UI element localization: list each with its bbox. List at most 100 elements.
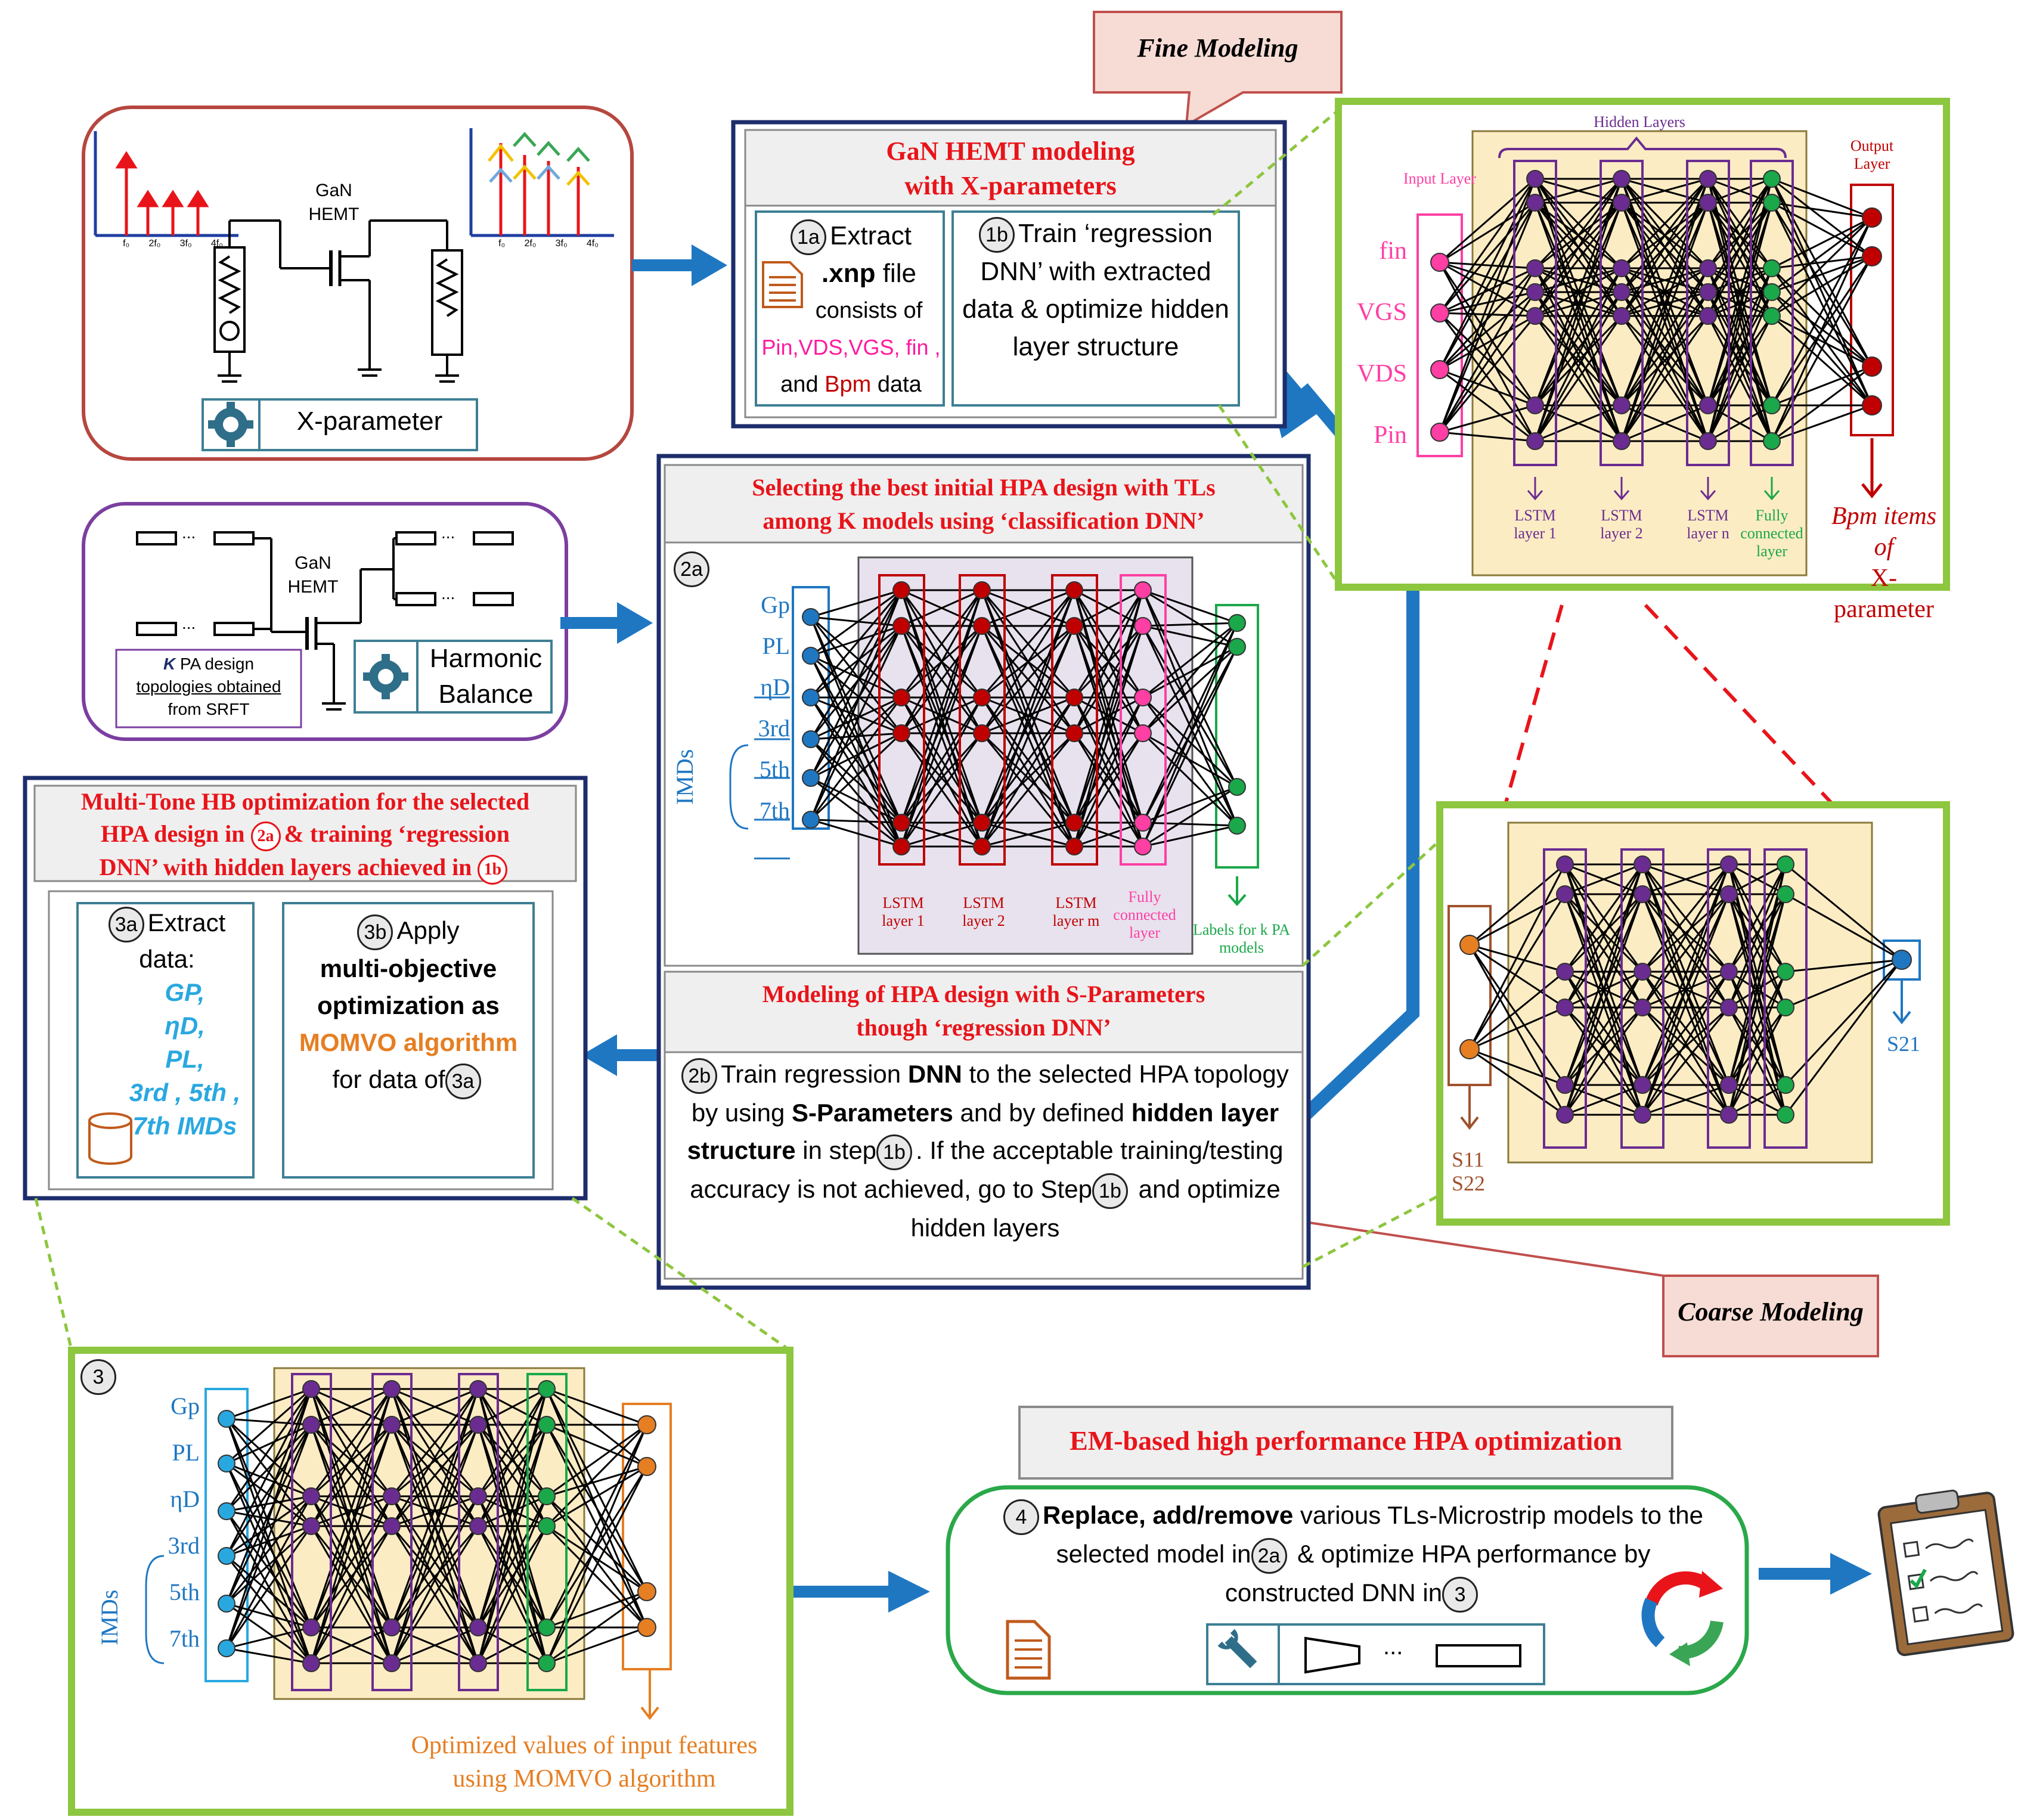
neuron	[302, 1517, 320, 1535]
neuron	[1228, 817, 1246, 835]
connection	[1142, 622, 1238, 627]
connection	[810, 655, 902, 699]
connection	[225, 1496, 312, 1604]
connection	[1142, 732, 1238, 788]
connection	[810, 590, 903, 820]
connection	[1073, 625, 1144, 823]
connection	[546, 1424, 647, 1497]
connection	[477, 1388, 548, 1664]
connection	[545, 1496, 648, 1628]
input-label: ηD	[760, 674, 790, 700]
neuron	[1134, 814, 1152, 832]
neuron	[1526, 396, 1544, 414]
connection	[1771, 365, 1873, 442]
neuron	[1862, 246, 1882, 266]
connection	[310, 1496, 393, 1664]
connection	[1620, 178, 1709, 442]
fine-inputs: fin VGS VDS Pin	[1347, 221, 1407, 466]
connection	[310, 1388, 393, 1527]
spectrum-right	[469, 128, 614, 237]
s-dnn: DNN	[907, 1060, 962, 1088]
connection	[1620, 292, 1709, 406]
step-1b-badge: 1b	[978, 217, 1015, 253]
opt-caption: Optimized values of input features using…	[382, 1729, 787, 1796]
connection	[310, 1526, 393, 1664]
data-label: data	[871, 372, 922, 398]
output-layer-label: Output Layer	[1850, 137, 1894, 172]
connection	[545, 1525, 648, 1629]
neuron	[892, 724, 910, 742]
connection	[225, 1525, 312, 1605]
connection	[1728, 863, 1786, 895]
connection	[1707, 178, 1773, 269]
connection	[1771, 267, 1873, 368]
mt-panel-title: Multi-Tone HB optimization for the selec…	[35, 786, 576, 885]
freq-label: 2f₀	[524, 238, 537, 249]
connection	[477, 1388, 548, 1628]
connection	[1771, 178, 1873, 406]
neuron	[892, 838, 910, 855]
hb-label-2: Balance	[438, 680, 534, 709]
connection	[225, 1526, 312, 1649]
spectrum-left	[94, 131, 238, 237]
connection	[1707, 268, 1773, 442]
connection	[1439, 368, 1536, 407]
connection	[311, 1626, 392, 1664]
connection	[1728, 894, 1787, 1115]
connection	[1771, 217, 1873, 442]
connection	[1439, 261, 1536, 293]
em-title: EM-based high performance HPA optimizati…	[1070, 1425, 1622, 1456]
neuron	[1699, 194, 1717, 212]
connection	[1641, 894, 1730, 1115]
connection	[545, 1388, 648, 1592]
input-label: Gp	[171, 1393, 200, 1419]
connection	[1785, 893, 1902, 961]
imds-label: IMDs	[96, 1589, 123, 1645]
connection	[1771, 178, 1873, 219]
connection	[1534, 178, 1623, 293]
connection	[1641, 864, 1730, 1086]
connection	[810, 739, 903, 847]
opt-inputs: Gp PL ηD 3rd 5th 7th	[152, 1383, 200, 1662]
connection	[1142, 696, 1238, 788]
class-inputs: Gp PL ηD 3rd 5th 7th	[748, 584, 790, 831]
ref-2a: 2a	[250, 821, 281, 851]
connection	[1468, 944, 1566, 1115]
neuron	[973, 689, 991, 706]
neuron	[1763, 283, 1781, 301]
device-label-2: GaN HEMT	[287, 553, 339, 597]
connection	[1142, 589, 1238, 624]
coarse-network	[1436, 801, 1950, 1226]
connection	[546, 1590, 647, 1664]
neuron	[1720, 963, 1738, 981]
connection	[1564, 1084, 1643, 1116]
neuron	[637, 1457, 656, 1476]
connection	[1468, 944, 1566, 1086]
neuron	[218, 1455, 235, 1472]
connection	[1439, 431, 1536, 442]
neuron	[1613, 396, 1631, 414]
connection	[225, 1388, 312, 1604]
neuron	[1065, 724, 1083, 742]
input-label: 7th	[169, 1625, 200, 1652]
connection	[1621, 267, 1709, 293]
layer-label: Fully connected layer	[1113, 888, 1176, 941]
neuron	[469, 1517, 487, 1535]
connection	[1073, 590, 1144, 698]
flow-arrows	[560, 244, 1872, 1613]
connection	[900, 625, 983, 847]
neuron	[1065, 838, 1083, 855]
connection	[1728, 864, 1787, 972]
neuron	[1228, 778, 1246, 796]
cycle-icon	[1641, 1571, 1724, 1666]
em-text: & optimize HPA performance by constructe…	[1225, 1539, 1651, 1607]
connection	[981, 590, 1075, 847]
neuron	[218, 1547, 235, 1565]
neuron	[538, 1654, 556, 1672]
connection	[1771, 255, 1873, 293]
connection	[1620, 292, 1709, 442]
connection	[1641, 864, 1730, 972]
